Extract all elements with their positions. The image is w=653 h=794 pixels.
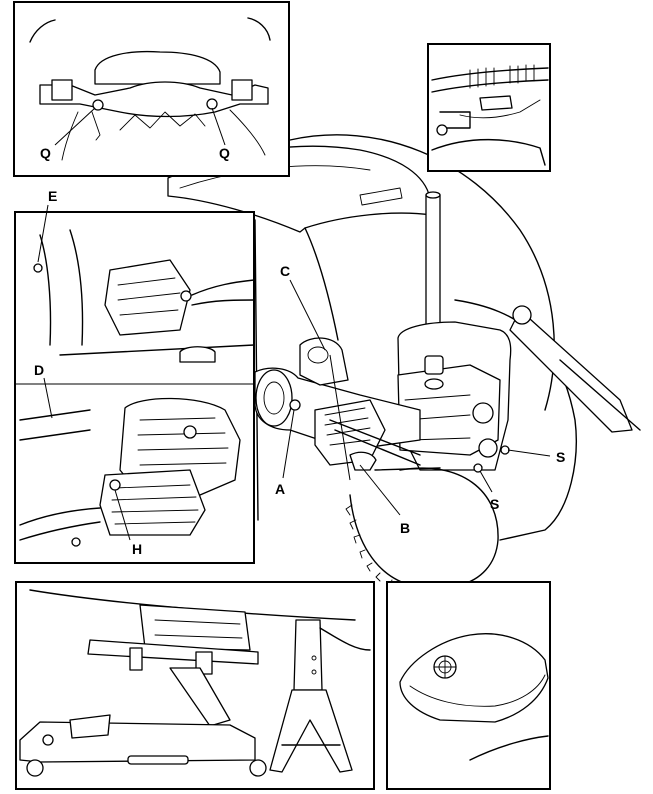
fitting-s-lower — [474, 464, 482, 472]
frame-left-edge — [255, 220, 258, 520]
transaxle-block — [140, 605, 250, 650]
label-h: H — [132, 541, 142, 557]
port-upper — [473, 403, 493, 423]
bracket-b — [350, 452, 376, 470]
leader-s-upper — [508, 450, 550, 456]
bolt-a — [290, 400, 300, 410]
lift-arm-pivot — [513, 306, 531, 324]
port-lower — [479, 439, 497, 457]
label-e: E — [48, 188, 57, 204]
inset-filler-cap — [387, 582, 550, 789]
jack-wheel-rear — [43, 735, 53, 745]
label-s-lower: S — [490, 496, 499, 512]
solenoid-body — [105, 260, 190, 335]
fitting-s-upper — [501, 446, 509, 454]
label-c: C — [280, 263, 290, 279]
gear-edge — [350, 495, 410, 585]
alternator-terminal — [184, 426, 196, 438]
label-q-right: Q — [219, 145, 230, 161]
jack-stand-column — [294, 620, 322, 690]
gear-rim — [400, 468, 498, 585]
solenoid-terminal — [181, 291, 191, 301]
label-s-upper: S — [556, 449, 565, 465]
leader-b — [360, 465, 400, 515]
seat-side-line — [305, 228, 338, 340]
bolt-q-right — [207, 99, 217, 109]
inset-starter-detail — [15, 205, 254, 563]
label-d: D — [34, 362, 44, 378]
jack-wheel-left — [27, 760, 43, 776]
valve-knob — [425, 379, 443, 389]
mount-bracket-upper — [180, 347, 215, 362]
lift-arm — [510, 310, 632, 432]
hose-clamp — [480, 96, 512, 110]
valve-cap — [425, 356, 443, 374]
inset-axle-mount — [14, 2, 289, 176]
label-q-left: Q — [40, 145, 51, 161]
shaft-flange — [256, 370, 292, 426]
post-cap — [426, 192, 440, 198]
inset-hose-detail — [428, 44, 550, 171]
bolt-e — [34, 264, 42, 272]
jack-base-slot — [128, 756, 188, 764]
fitting-detail — [437, 125, 447, 135]
bolt-h — [110, 480, 120, 490]
saddle-bracket-left — [130, 648, 142, 670]
inset-jack-support — [16, 582, 374, 789]
cable-clip — [72, 538, 80, 546]
mount-pad-left — [52, 80, 72, 100]
mount-pad-right — [232, 80, 252, 100]
jack-wheel-right — [250, 760, 266, 776]
leader-s-lower — [480, 471, 492, 492]
upright-post — [426, 195, 440, 338]
label-a: A — [275, 481, 285, 497]
label-b: B — [400, 520, 410, 536]
